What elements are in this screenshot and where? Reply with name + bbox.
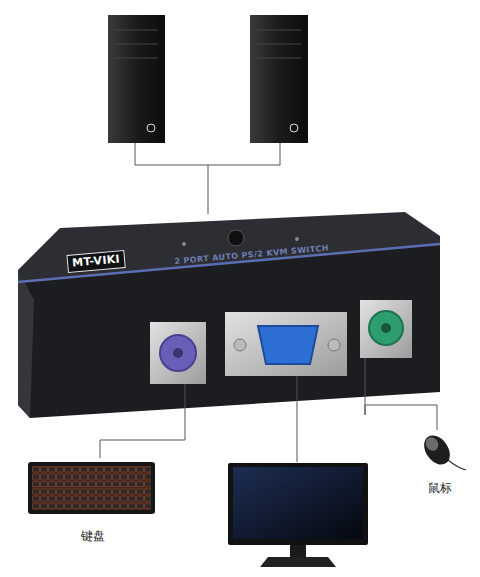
led bbox=[182, 242, 186, 246]
caption-label: 鼠标 bbox=[401, 481, 479, 496]
port-plate bbox=[225, 312, 347, 376]
brand-plate: MT-VIKI bbox=[66, 250, 125, 273]
monitor-base bbox=[260, 557, 336, 567]
mouse-button bbox=[423, 435, 441, 453]
pc-cable bbox=[135, 143, 280, 214]
port-plate bbox=[150, 322, 206, 384]
port-pin bbox=[173, 348, 183, 358]
mouse-node: 鼠标 bbox=[401, 430, 479, 498]
pc-case bbox=[250, 15, 308, 143]
keyboard-node: 键盘 bbox=[21, 458, 164, 546]
screw bbox=[234, 339, 246, 351]
switch-button bbox=[228, 230, 244, 246]
drive-bay bbox=[114, 30, 158, 31]
ps2-keyboard-port bbox=[160, 335, 196, 371]
logo bbox=[290, 124, 298, 132]
port-plate bbox=[360, 300, 412, 358]
pc-tower bbox=[250, 15, 308, 143]
kvm-switch: MT-VIKI 2 PORT AUTO PS/2 KVM SWITCH bbox=[15, 205, 445, 415]
ps2-mouse-port bbox=[369, 311, 403, 345]
mouse bbox=[419, 431, 466, 470]
caption-label: 键盘 bbox=[21, 529, 164, 544]
vga-port bbox=[258, 326, 318, 364]
pc-case bbox=[108, 15, 165, 143]
monitor-neck bbox=[290, 545, 306, 557]
end-cap bbox=[18, 270, 34, 418]
keyboard-body bbox=[28, 462, 155, 514]
drive-bay bbox=[114, 58, 158, 59]
blue-stripe bbox=[18, 244, 440, 282]
led bbox=[295, 237, 299, 241]
vga-cable bbox=[297, 376, 298, 462]
monitor bbox=[228, 463, 368, 567]
drive-bay bbox=[256, 58, 301, 59]
drive-bay bbox=[256, 30, 301, 31]
drive-bay bbox=[256, 44, 301, 45]
mouse-body bbox=[419, 431, 455, 470]
front-face bbox=[18, 244, 440, 418]
monitor-bezel bbox=[228, 463, 368, 545]
mouse-cord bbox=[448, 460, 466, 470]
logo bbox=[147, 124, 155, 132]
drive-bay bbox=[114, 44, 158, 45]
port-pin bbox=[381, 323, 391, 333]
pc-tower bbox=[108, 15, 165, 143]
model-band: 2 PORT AUTO PS/2 KVM SWITCH bbox=[174, 244, 329, 267]
kvm-switch-body bbox=[18, 212, 440, 418]
port-stub bbox=[185, 358, 365, 415]
screw bbox=[328, 339, 340, 351]
cable-connector bbox=[365, 405, 437, 430]
keyboard bbox=[28, 462, 155, 514]
keys bbox=[32, 466, 151, 510]
monitor-screen bbox=[233, 467, 363, 539]
cable-connector bbox=[100, 415, 185, 458]
